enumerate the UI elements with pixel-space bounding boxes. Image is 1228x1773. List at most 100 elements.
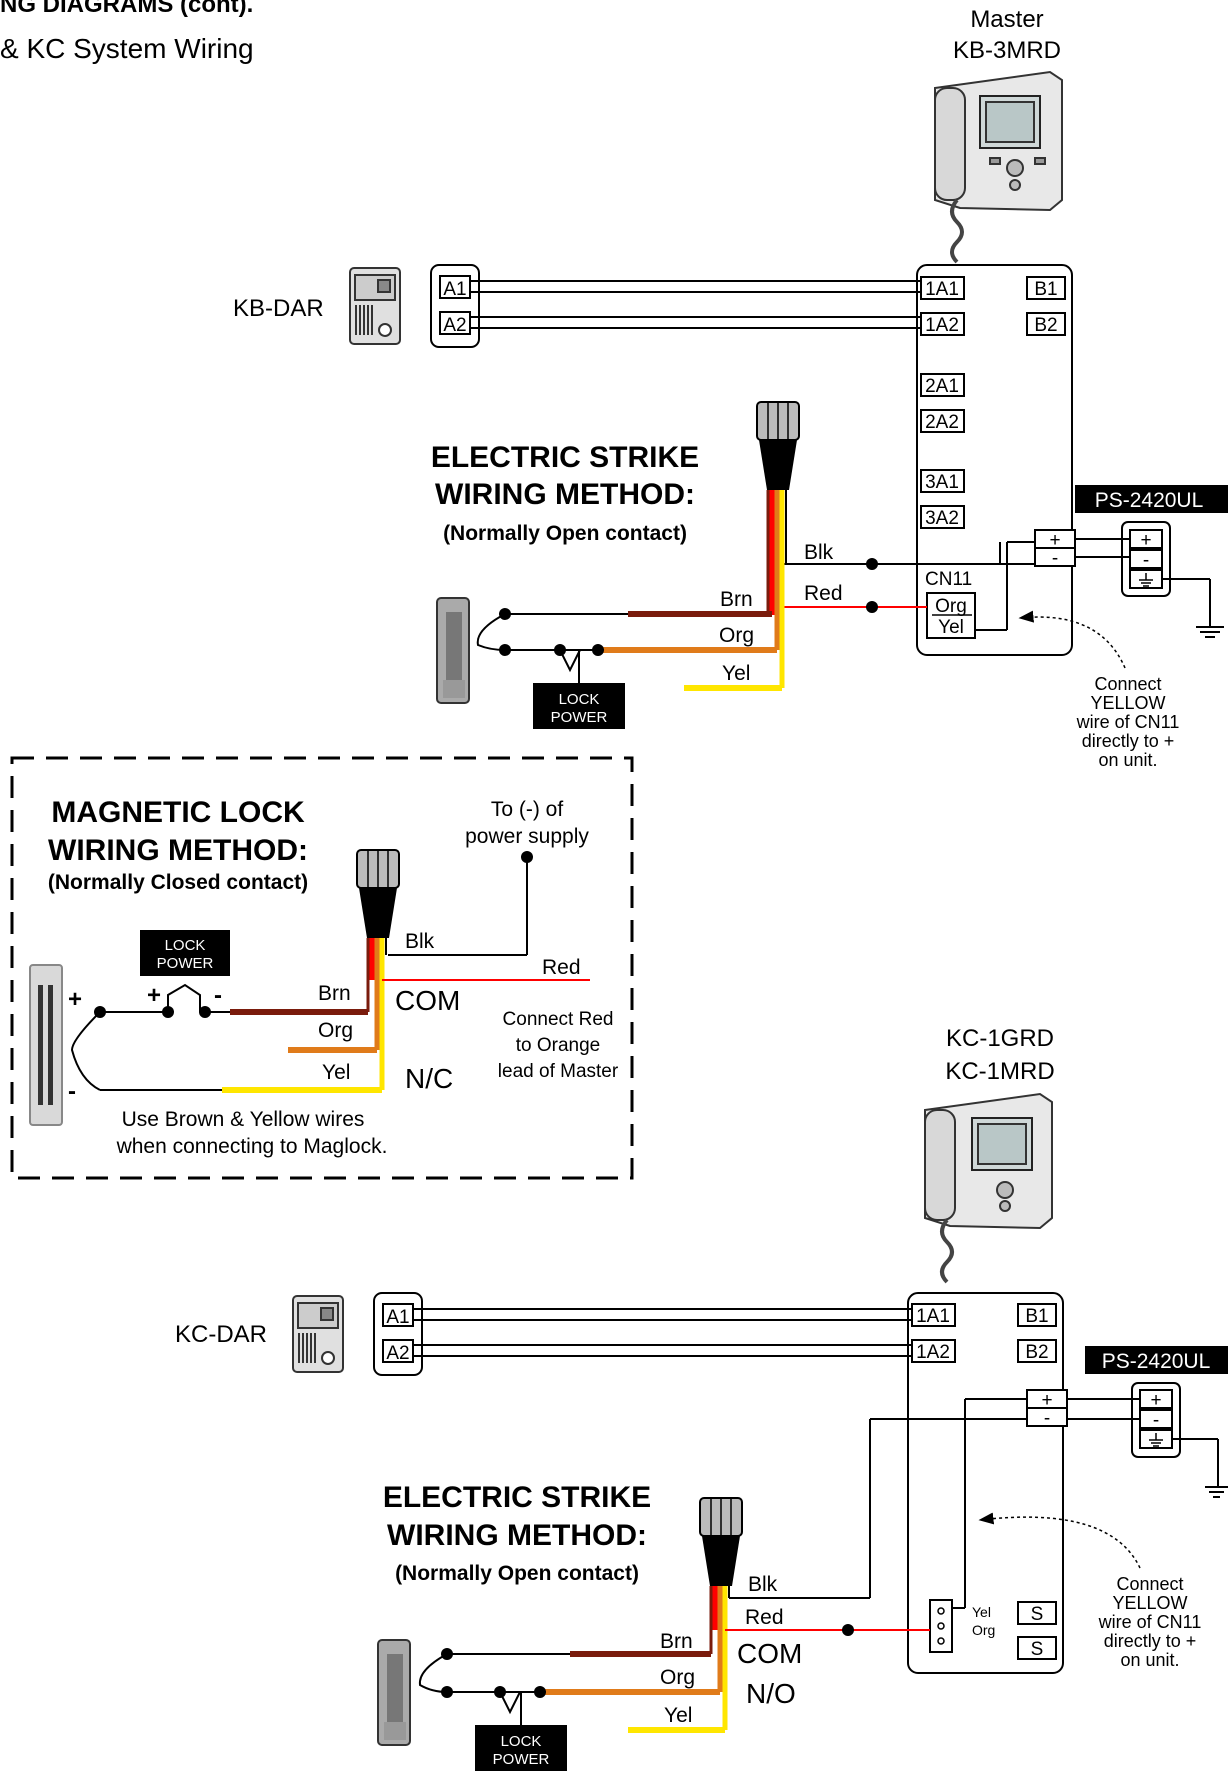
svg-text:-: - (1153, 1410, 1159, 1431)
svg-text:2A2: 2A2 (925, 412, 959, 433)
svg-text:wire of CN11: wire of CN11 (1076, 712, 1180, 732)
kb-red-wire-label: Red (804, 582, 843, 605)
maglock-blk-wire-label: Blk (405, 930, 435, 953)
kc-1a1-label: 1A1 (916, 1306, 950, 1327)
kb-connect-note: Connect YELLOW wire of CN11 directly to … (1076, 674, 1180, 770)
kb-b2-terminal (1026, 312, 1066, 336)
kc-master-terminal-panel (907, 1292, 1064, 1674)
maglock-footer-2: when connecting to Maglock. (116, 1135, 388, 1158)
kb-power-supply-label: PS-2420UL (1095, 489, 1204, 512)
kb-yel-wire-label: Yel (722, 662, 750, 685)
svg-text:-: - (1143, 550, 1149, 571)
kc-lock-power-box (475, 1725, 567, 1771)
earth-ground-icon (1196, 626, 1224, 638)
kb-power-supply-label-box (1075, 485, 1228, 513)
kb-b2-label: B2 (1034, 315, 1057, 336)
svg-text:wire of CN11: wire of CN11 (1098, 1612, 1202, 1632)
svg-text:on unit.: on unit. (1120, 1650, 1179, 1670)
svg-text:3A2: 3A2 (925, 508, 959, 529)
kb-strike-note: (Normally Open contact) (443, 522, 687, 545)
kc-conn-org-label: Org (972, 1622, 995, 1638)
kb-door-station-icon (349, 267, 401, 345)
kb-strike-title-1: ELECTRIC STRIKE (431, 441, 699, 474)
maglock-red-note-2: to Orange (516, 1035, 601, 1056)
svg-text:+: + (1049, 530, 1060, 551)
maglock-lock-power-2: POWER (157, 955, 214, 972)
kb-wire-connector-plug-icon (756, 401, 800, 490)
kb-cn11-org: Org (935, 596, 967, 617)
kc-no-label: N/O (746, 1678, 796, 1709)
kc-door-terminal-a2-label: A2 (386, 1343, 409, 1364)
kc-model-1: KC-1GRD (946, 1025, 1054, 1052)
kc-strike-note: (Normally Open contact) (395, 1562, 639, 1585)
kc-connect-note: Connect YELLOW wire of CN11 directly to … (1098, 1574, 1202, 1670)
kc-power-supply-label-box (1085, 1346, 1228, 1374)
svg-text:YELLOW: YELLOW (1112, 1593, 1187, 1613)
kc-door-station-label: KC-DAR (175, 1321, 267, 1348)
kb-master-terminals: 1A1 1A2 2A1 2A2 3A1 3A2 (920, 276, 965, 529)
svg-text:+: + (1041, 1390, 1052, 1411)
kb-cn11-yel: Yel (938, 617, 964, 638)
svg-text:1A2: 1A2 (925, 315, 959, 336)
maglock-plus-terminal: + (68, 986, 82, 1013)
svg-text:Connect: Connect (1116, 1574, 1183, 1594)
kb-door-terminal-block (430, 264, 480, 348)
kb-lock-power-label-2: POWER (551, 709, 608, 726)
kb-master-monitor-icon (934, 70, 1063, 264)
kc-lock-power-1: LOCK (501, 1733, 542, 1750)
maglock-com-label: COM (395, 985, 460, 1016)
kc-b2-label: B2 (1025, 1342, 1048, 1363)
maglock-section-box (10, 756, 634, 1180)
svg-text:directly to +: directly to + (1104, 1631, 1197, 1651)
svg-text:2A1: 2A1 (925, 376, 959, 397)
maglock-red-note-1: Connect Red (503, 1009, 614, 1030)
kc-blk-wire-label: Blk (748, 1573, 778, 1596)
svg-text:directly to +: directly to + (1082, 731, 1175, 751)
page-title: NG DIAGRAMS (cont). (0, 0, 253, 18)
kc-red-wire-label: Red (745, 1606, 784, 1629)
kb-electric-strike-icon (436, 597, 470, 704)
maglock-red-note-3: lead of Master (498, 1061, 619, 1082)
kb-door-terminal-a2 (439, 311, 471, 335)
kc-electric-strike-icon (377, 1639, 411, 1746)
kc-model-2: KC-1MRD (945, 1058, 1054, 1085)
ground-icon (1149, 1433, 1163, 1447)
kb-cn11-label: CN11 (925, 569, 972, 590)
svg-text:S: S (1031, 1639, 1044, 1660)
svg-text:Connect: Connect (1094, 674, 1161, 694)
svg-text:S: S (1031, 1604, 1044, 1625)
kc-s-terminal-2 (1017, 1636, 1057, 1660)
kc-door-terminal-block (373, 1292, 423, 1376)
maglock-title-2: WIRING METHOD: (48, 834, 308, 867)
kb-door-terminal-a1-label: A1 (443, 279, 466, 300)
maglock-yel-wire-label: Yel (322, 1061, 350, 1084)
maglock-org-wire-label: Org (318, 1019, 353, 1042)
kc-brn-wire-label: Brn (660, 1630, 693, 1653)
maglock-red-wire-label: Red (542, 956, 581, 979)
kc-lock-power-2: POWER (493, 1751, 550, 1768)
kb-master-terminal-panel (916, 264, 1073, 656)
maglock-wire-connector-plug-icon (356, 849, 400, 938)
kb-org-wire-label: Org (719, 624, 754, 647)
svg-text:YELLOW: YELLOW (1090, 693, 1165, 713)
ground-icon (1139, 573, 1153, 587)
svg-text:3A1: 3A1 (925, 472, 959, 493)
maglock-footer-1: Use Brown & Yellow wires (122, 1108, 365, 1131)
kc-door-terminal-a1-label: A1 (386, 1307, 409, 1328)
svg-text:on unit.: on unit. (1098, 750, 1157, 770)
kb-door-terminal-a2-label: A2 (443, 315, 466, 336)
maglock-lock-power-plus: + (147, 982, 161, 1009)
maglock-lock-power-minus: - (214, 982, 222, 1009)
maglock-brn-wire-label: Brn (318, 982, 351, 1005)
kc-com-label: COM (737, 1638, 802, 1669)
kc-strike-title-1: ELECTRIC STRIKE (383, 1481, 651, 1514)
kb-door-station-label: KB-DAR (233, 295, 324, 322)
master-label: Master (970, 6, 1043, 33)
kc-door-station-icon (292, 1295, 344, 1373)
svg-text:1A1: 1A1 (925, 279, 959, 300)
svg-text:-: - (1044, 1408, 1050, 1429)
kc-unit-minus-terminal (1026, 1407, 1068, 1427)
maglock-to-minus-2: power supply (465, 825, 589, 848)
kc-org-wire-label: Org (660, 1666, 695, 1689)
